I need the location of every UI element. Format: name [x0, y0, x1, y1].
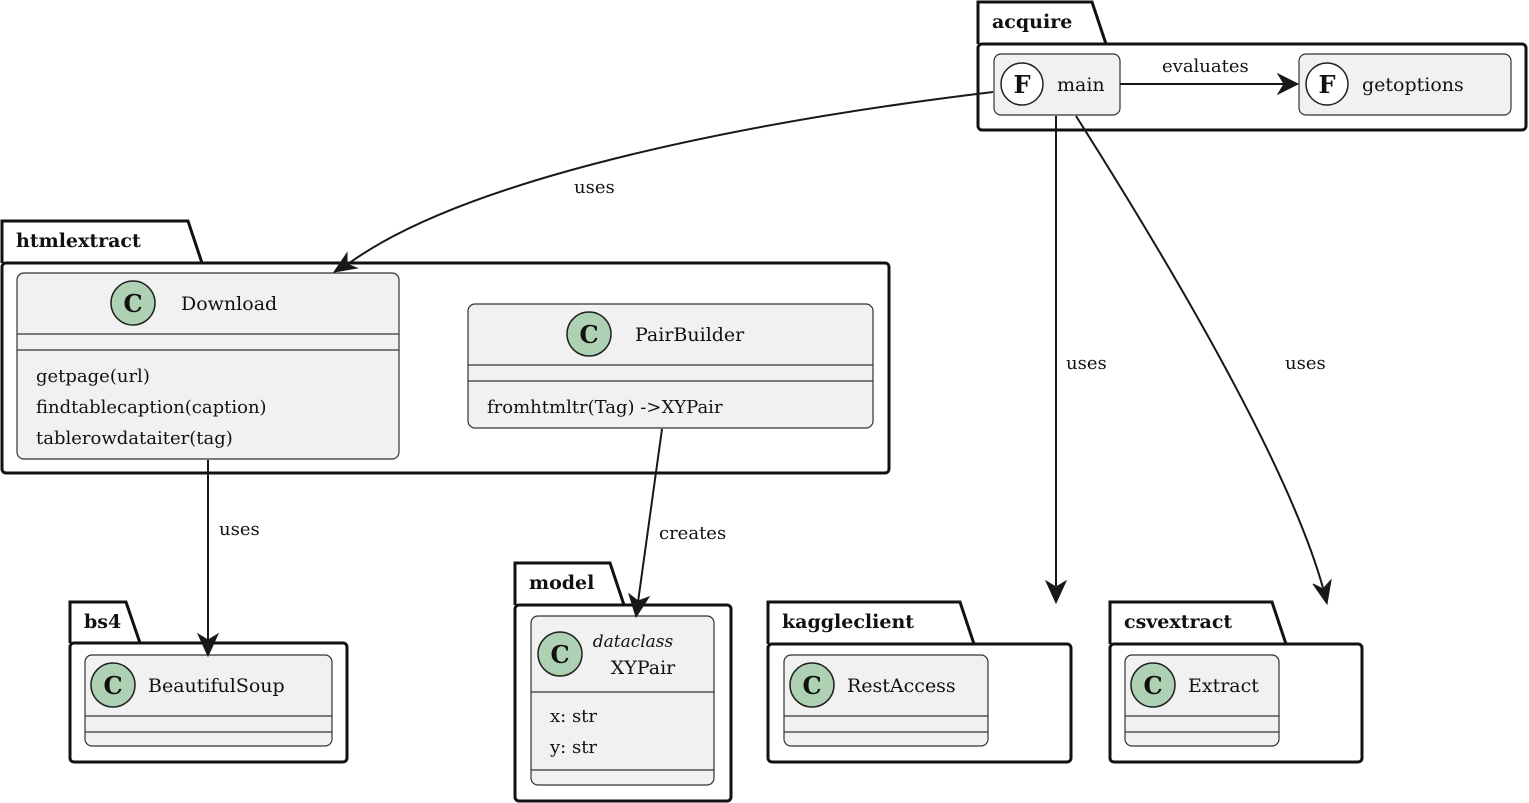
class-pairbuilder-name: PairBuilder: [635, 324, 745, 346]
class-icon-glyph: C: [550, 640, 569, 669]
field-x: x: str: [550, 706, 597, 727]
method-fromhtmltr: fromhtmltr(Tag) ->XYPair: [487, 397, 723, 418]
class-xypair[interactable]: C dataclass XYPair x: str y: str: [530, 615, 715, 786]
class-icon-glyph: C: [1143, 671, 1162, 700]
field-y: y: str: [549, 737, 597, 758]
package-acquire-title: acquire: [992, 11, 1072, 33]
edge-label-uses: uses: [1285, 353, 1326, 374]
class-restaccess-name: RestAccess: [847, 675, 956, 697]
package-kaggleclient-title: kaggleclient: [782, 611, 914, 633]
edge-main-evaluates-getoptions: evaluates: [1120, 56, 1300, 96]
method-getpage: getpage(url): [36, 366, 150, 387]
function-icon: [1000, 62, 1044, 106]
function-main-name: main: [1057, 74, 1105, 96]
edge-main-uses-kaggleclient: uses: [1044, 116, 1107, 605]
arrowhead: [1044, 579, 1068, 605]
arrowhead: [332, 251, 359, 273]
class-xypair-stereotype: dataclass: [593, 632, 674, 652]
class-icon: [789, 662, 835, 708]
method-findtablecaption: findtablecaption(caption): [36, 397, 267, 418]
edge-pairbuilder-creates-xypair: creates: [628, 428, 726, 619]
class-icon-glyph: C: [579, 320, 598, 349]
class-icon: [537, 631, 583, 677]
arrowhead: [196, 632, 220, 658]
class-icon: [90, 662, 136, 708]
edge-label-creates: creates: [659, 523, 726, 544]
arrowhead: [628, 592, 651, 619]
package-csvextract-title: csvextract: [1124, 611, 1232, 633]
package-model-title: model: [529, 572, 594, 594]
edge-main-uses-csvextract: uses: [1075, 115, 1332, 606]
class-pairbuilder[interactable]: C PairBuilder fromhtmltr(Tag) ->XYPair: [467, 303, 874, 429]
function-getoptions[interactable]: F getoptions: [1298, 53, 1512, 116]
class-download-name: Download: [181, 293, 277, 315]
class-extract-name: Extract: [1188, 675, 1259, 697]
function-icon-glyph: F: [1318, 70, 1335, 99]
function-main[interactable]: F main: [993, 53, 1121, 116]
edge-label-evaluates: evaluates: [1162, 56, 1249, 77]
arrowhead: [1312, 578, 1332, 606]
arrowhead: [1276, 72, 1300, 96]
package-bs4-title: bs4: [84, 611, 121, 633]
function-icon-glyph: F: [1013, 70, 1030, 99]
class-icon: [1130, 662, 1176, 708]
class-icon-glyph: C: [103, 671, 122, 700]
class-icon: [110, 280, 156, 326]
class-extract[interactable]: C Extract: [1124, 654, 1280, 747]
class-icon: [566, 311, 612, 357]
class-download[interactable]: C Download getpage(url) findtablecaption…: [16, 272, 400, 460]
class-restaccess[interactable]: C RestAccess: [783, 654, 989, 747]
edge-download-uses-beautifulsoup: uses: [196, 460, 260, 658]
class-icon-glyph: C: [802, 671, 821, 700]
edge-label-uses: uses: [574, 177, 615, 198]
class-beautifulsoup[interactable]: C BeautifulSoup: [84, 654, 333, 747]
function-getoptions-name: getoptions: [1362, 74, 1464, 96]
package-htmlextract-title: htmlextract: [16, 230, 141, 252]
class-icon-glyph: C: [123, 289, 142, 318]
edge-main-uses-htmlextract: uses: [332, 91, 994, 273]
class-beautifulsoup-name: BeautifulSoup: [148, 675, 285, 697]
edge-label-uses: uses: [1066, 353, 1107, 374]
function-icon: [1305, 62, 1349, 106]
edge-label-uses: uses: [219, 519, 260, 540]
method-tablerowdataiter: tablerowdataiter(tag): [36, 428, 233, 449]
class-xypair-name: XYPair: [611, 657, 676, 679]
